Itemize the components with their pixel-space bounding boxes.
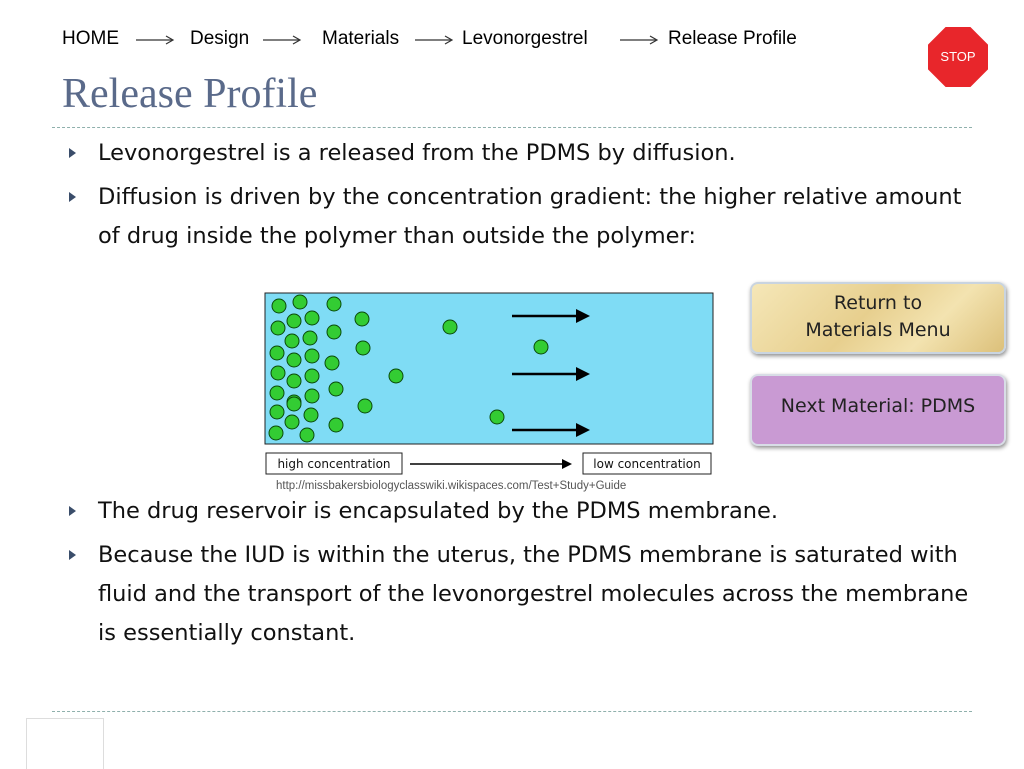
drug-molecule xyxy=(489,409,505,425)
drug-molecule xyxy=(271,298,287,314)
next-material-button[interactable]: Next Material: PDMS xyxy=(750,374,1006,446)
drug-molecule xyxy=(286,352,302,368)
drug-molecule xyxy=(304,348,320,364)
drug-molecule xyxy=(304,310,320,326)
drug-molecule xyxy=(442,319,458,335)
bullet-text: Levonorgestrel is a released from the PD… xyxy=(98,140,736,166)
breadcrumb-materials-link[interactable]: Materials xyxy=(322,28,400,49)
drug-molecule xyxy=(268,425,284,441)
drug-molecule xyxy=(302,330,318,346)
drug-molecule xyxy=(326,324,342,340)
bullet-triangle-icon xyxy=(69,192,76,202)
drug-molecule xyxy=(326,296,342,312)
stop-button[interactable]: STOP xyxy=(928,27,988,87)
image-credit: http://missbakersbiologyclasswiki.wikisp… xyxy=(276,480,627,492)
next-material-label: Next Material: PDMS xyxy=(780,395,976,417)
return-line-2: Materials Menu xyxy=(805,319,951,341)
diffusion-figure: high concentration low concentration xyxy=(264,292,714,475)
bullet-list-bottom: The drug reservoir is encapsulated by th… xyxy=(64,492,984,658)
breadcrumb-arrow-icon xyxy=(263,35,302,45)
breadcrumb-home-link[interactable]: HOME xyxy=(62,28,119,49)
low-concentration-label: low concentration xyxy=(593,457,700,471)
drug-molecule xyxy=(354,311,370,327)
diffusion-illustration: high concentration low concentration xyxy=(264,292,714,475)
flow-arrow-icon xyxy=(512,309,590,323)
page-title: Release Profile xyxy=(62,71,318,117)
drug-molecule xyxy=(269,404,285,420)
drug-molecule xyxy=(355,340,371,356)
bullet-triangle-icon xyxy=(69,550,76,560)
breadcrumb-arrow-icon xyxy=(620,35,659,45)
drug-molecule xyxy=(286,396,302,412)
drug-molecule xyxy=(304,388,320,404)
breadcrumb-levonorgestrel-link[interactable]: Levonorgestrel xyxy=(462,28,588,49)
drug-molecule xyxy=(284,333,300,349)
drug-molecule xyxy=(269,385,285,401)
drug-molecule xyxy=(324,355,340,371)
low-concentration-box xyxy=(582,452,712,475)
list-item: Because the IUD is within the uterus, th… xyxy=(64,536,984,653)
flow-arrow-icon xyxy=(512,423,590,437)
breadcrumb-arrow-icon xyxy=(136,35,175,45)
footer-box xyxy=(26,718,104,769)
breadcrumb-arrow-icon xyxy=(415,35,454,45)
drug-molecule xyxy=(328,417,344,433)
drug-molecule xyxy=(388,368,404,384)
drug-molecule xyxy=(286,313,302,329)
molecule-group xyxy=(268,294,549,443)
list-item: The drug reservoir is encapsulated by th… xyxy=(64,492,984,531)
drug-molecule xyxy=(533,339,549,355)
high-concentration-label: high concentration xyxy=(277,457,390,471)
breadcrumb-current: Release Profile xyxy=(668,28,797,49)
bottom-divider xyxy=(52,711,972,712)
list-item: Levonorgestrel is a released from the PD… xyxy=(64,134,984,173)
drug-molecule xyxy=(299,427,315,443)
drug-molecule xyxy=(270,365,286,381)
drug-molecule xyxy=(328,381,344,397)
drug-molecule xyxy=(304,368,320,384)
bullet-list-top: Levonorgestrel is a released from the PD… xyxy=(64,134,984,261)
list-item: Diffusion is driven by the concentration… xyxy=(64,178,984,256)
drug-molecule xyxy=(284,414,300,430)
bullet-triangle-icon xyxy=(69,506,76,516)
breadcrumb-design-link[interactable]: Design xyxy=(190,28,250,49)
drug-molecule xyxy=(269,345,285,361)
drug-molecule xyxy=(357,398,373,414)
bullet-triangle-icon xyxy=(69,148,76,158)
bullet-text: Diffusion is driven by the concentration… xyxy=(98,184,962,249)
drug-molecule xyxy=(292,294,308,310)
gradient-arrow-icon xyxy=(410,459,572,469)
drug-molecule xyxy=(286,373,302,389)
stop-sign-icon xyxy=(928,27,988,87)
return-line-1: Return to xyxy=(833,292,923,314)
drug-molecule xyxy=(270,320,286,336)
bullet-text: The drug reservoir is encapsulated by th… xyxy=(98,498,778,524)
return-materials-menu-button[interactable]: Return to Materials Menu xyxy=(750,282,1006,354)
top-divider xyxy=(52,127,972,128)
bullet-text: Because the IUD is within the uterus, th… xyxy=(98,542,969,646)
stop-label: STOP xyxy=(940,49,976,64)
flow-arrow-icon xyxy=(512,367,590,381)
high-concentration-box xyxy=(265,452,403,475)
drug-molecule xyxy=(303,407,319,423)
